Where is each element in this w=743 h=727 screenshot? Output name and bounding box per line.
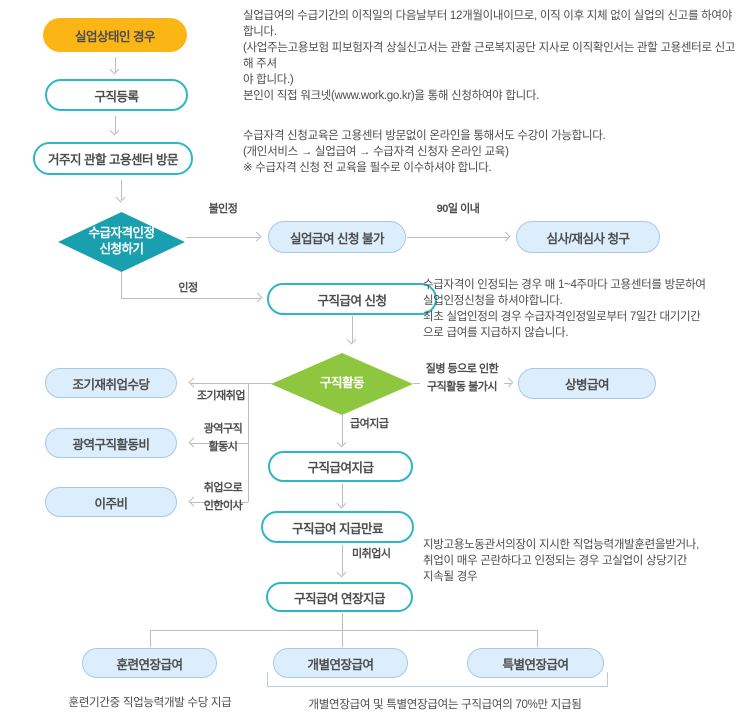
connector-line (150, 630, 537, 631)
node-early-reemployment-allowance: 조기재취업수당 (45, 368, 177, 398)
connector-line (121, 180, 122, 200)
node-unemployed-state: 실업상태인 경우 (43, 18, 187, 52)
connector-line (342, 484, 343, 506)
connector-line (186, 237, 260, 238)
arrowhead-down-icon (346, 334, 357, 345)
arrowhead-right-icon (251, 231, 262, 242)
bracket-line (267, 686, 608, 687)
connector-line (150, 630, 151, 647)
arrowhead-down-icon (109, 64, 120, 75)
description-recognition-visits: 수급자격이 인정되는 경우 매 1~4주마다 고용센터를 방문하여 실업인정신청… (423, 279, 706, 340)
connector-line (342, 415, 343, 445)
edge-label-denied: 불인정 (208, 203, 238, 215)
arrowhead-down-icon (115, 192, 126, 203)
description-report-deadline: 실업급여의 수급기간의 이직일의 다음날부터 12개월이내이므로, 이직 이후 … (243, 10, 736, 87)
connector-line (342, 613, 343, 630)
connector-line (115, 116, 116, 133)
connector-line (248, 383, 272, 384)
arrowhead-down-icon (109, 125, 120, 136)
connector-line (537, 630, 538, 647)
node-sickness-benefit: 상병급여 (518, 368, 656, 399)
edge-label-not-employed: 미취업시 (352, 548, 391, 560)
connector-line (121, 272, 122, 298)
connector-line (342, 545, 343, 575)
edge-label-within-90-days: 90일 이내 (436, 203, 480, 215)
node-job-activity: 구직활동 (271, 353, 413, 415)
connector-line (342, 630, 343, 647)
connector-line (407, 237, 509, 238)
node-individual-extension-benefit: 개별연장급여 (273, 648, 408, 678)
bracket-line (607, 672, 608, 686)
edge-label-wide-area-activity: 광역구직 활동시 (203, 423, 243, 453)
edge-label-move-for-job: 취업으로 인한이사 (203, 482, 243, 512)
arrowhead-right-icon (503, 377, 514, 388)
connector-line (115, 57, 116, 72)
connector-line (121, 298, 261, 299)
edge-label-early-reemployment: 조기재취업 (196, 390, 246, 402)
node-moving-expense: 이주비 (45, 487, 177, 517)
connector-line (190, 383, 248, 384)
arrowhead-down-icon (336, 567, 347, 578)
node-training-extension-benefit: 훈련연장급여 (82, 648, 217, 678)
edge-label-approved: 인정 (178, 282, 198, 294)
node-benefit-payment: 구직급여지급 (268, 451, 413, 482)
training-extension-note: 훈련기간중 직업능력개발 수당 지급 (68, 697, 232, 709)
arrowhead-left-icon (188, 377, 199, 388)
edge-label-sickness-reason: 질병 등으로 인한 구직활동 불가시 (420, 361, 504, 397)
node-wide-area-job-search-allowance: 광역구직활동비 (45, 428, 177, 458)
extension-benefit-note: 개별연장급여 및 특별연장급여는 구직급여의 70%만 지급됨 (308, 699, 582, 711)
arrowhead-right-icon (252, 292, 263, 303)
description-worknet: 본인이 직접 워크넷(www.work.go.kr)을 통해 신청하여야 합니다… (243, 90, 540, 102)
connector-line (352, 316, 353, 342)
description-extension-condition: 지방고용노동관서의장이 지시한 직업능력개발훈련을받거나, 취업이 매우 곤란하… (423, 539, 699, 584)
arrowhead-down-icon (336, 437, 347, 448)
node-job-registration: 구직등록 (45, 79, 188, 111)
node-review-request: 심사/재심사 청구 (516, 221, 660, 253)
connector-line (190, 443, 248, 444)
node-benefit-application: 구직급여 신청 (267, 283, 437, 315)
node-payment-expiry: 구직급여 지급만료 (261, 511, 414, 543)
node-extended-payment: 구직급여 연장지급 (266, 582, 413, 612)
connector-line (248, 383, 249, 502)
arrowhead-right-icon (500, 231, 511, 242)
edge-label-benefit-payment: 급여지급 (350, 418, 389, 430)
description-online-education: 수급자격 신청교육은 고용센터 방문없이 온라인을 통해서도 수강이 가능합니다… (243, 130, 606, 175)
node-eligibility-decision: 수급자격인정 신청하기 (58, 212, 185, 272)
bracket-line (267, 672, 268, 686)
arrowhead-down-icon (336, 498, 347, 509)
node-visit-employment-center: 거주지 관할 고용센터 방문 (33, 142, 193, 175)
node-special-extension-benefit: 특별연장급여 (467, 648, 604, 678)
connector-line (190, 502, 248, 503)
node-application-not-allowed: 실업급여 신청 불가 (268, 221, 406, 253)
